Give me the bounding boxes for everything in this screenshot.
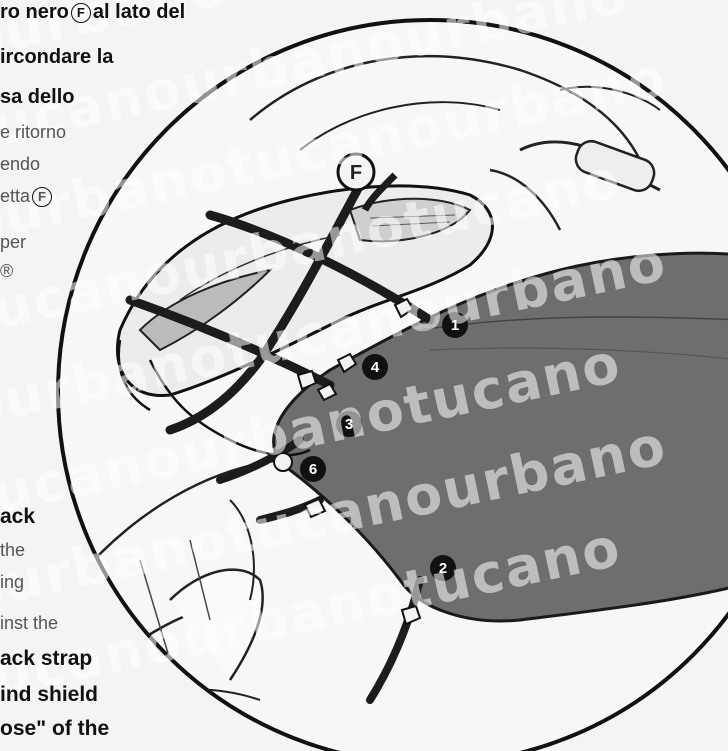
text-line: the: [0, 541, 25, 559]
text-fragment: al lato del: [93, 1, 185, 23]
text-line: ind shield: [0, 684, 98, 705]
text-line: ircondare la: [0, 47, 113, 67]
callout-4: 4: [362, 354, 388, 380]
text-line: sa dello: [0, 87, 74, 107]
marker-f-inline: F: [32, 187, 52, 207]
text-line: ack strap: [0, 648, 92, 669]
text-fragment: ro nero: [0, 1, 69, 23]
text-line: inst the: [0, 614, 58, 632]
text-line: ose" of the: [0, 718, 109, 739]
text-line: endo: [0, 155, 40, 173]
svg-text:F: F: [350, 162, 362, 184]
text-line: ing: [0, 573, 24, 591]
marker-f-inline: F: [71, 3, 91, 23]
text-line: per: [0, 233, 26, 251]
svg-text:2: 2: [439, 560, 447, 577]
text-line: e ritorno: [0, 123, 66, 141]
marker-f-circle: F: [338, 154, 374, 190]
callout-1: 1: [442, 312, 468, 338]
text-line: ®: [0, 262, 13, 280]
svg-text:6: 6: [309, 461, 317, 478]
text-fragment: etta: [0, 186, 30, 206]
callout-6: 6: [300, 456, 326, 482]
callout-2: 2: [430, 555, 456, 581]
text-line: ack: [0, 506, 35, 527]
svg-text:4: 4: [371, 359, 380, 376]
svg-text:3: 3: [345, 416, 353, 433]
callout-3: 3: [336, 411, 362, 437]
svg-text:1: 1: [451, 317, 459, 334]
